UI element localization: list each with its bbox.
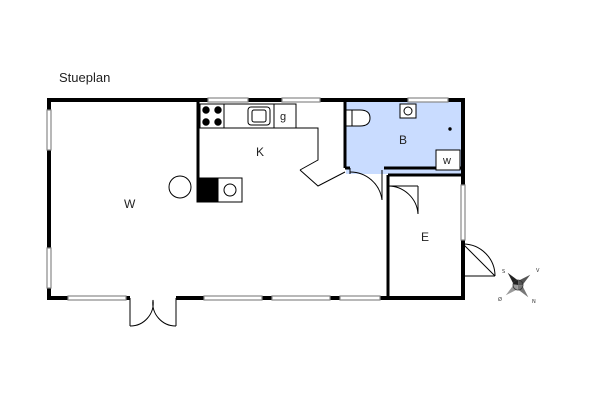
room-label-kitchen: K bbox=[256, 145, 264, 159]
compass-v: V bbox=[536, 268, 540, 274]
compass-rose: N S V Ø bbox=[498, 268, 540, 305]
bathroom-fixtures bbox=[345, 103, 461, 171]
stove-block bbox=[196, 177, 243, 203]
compass-s: S bbox=[502, 269, 505, 275]
compass-o: Ø bbox=[498, 296, 502, 303]
fridge-label: g bbox=[280, 111, 286, 123]
room-label-entry: E bbox=[421, 230, 429, 244]
wc-label: w bbox=[442, 155, 451, 167]
room-label-bath: B bbox=[399, 133, 407, 147]
round-table bbox=[168, 175, 192, 199]
windows bbox=[46, 97, 466, 301]
plan-title: Stueplan bbox=[59, 70, 111, 85]
compass-n: N bbox=[532, 299, 536, 305]
room-label-living: W bbox=[124, 197, 136, 211]
doors bbox=[129, 168, 496, 327]
kitchen-counter bbox=[199, 103, 346, 187]
